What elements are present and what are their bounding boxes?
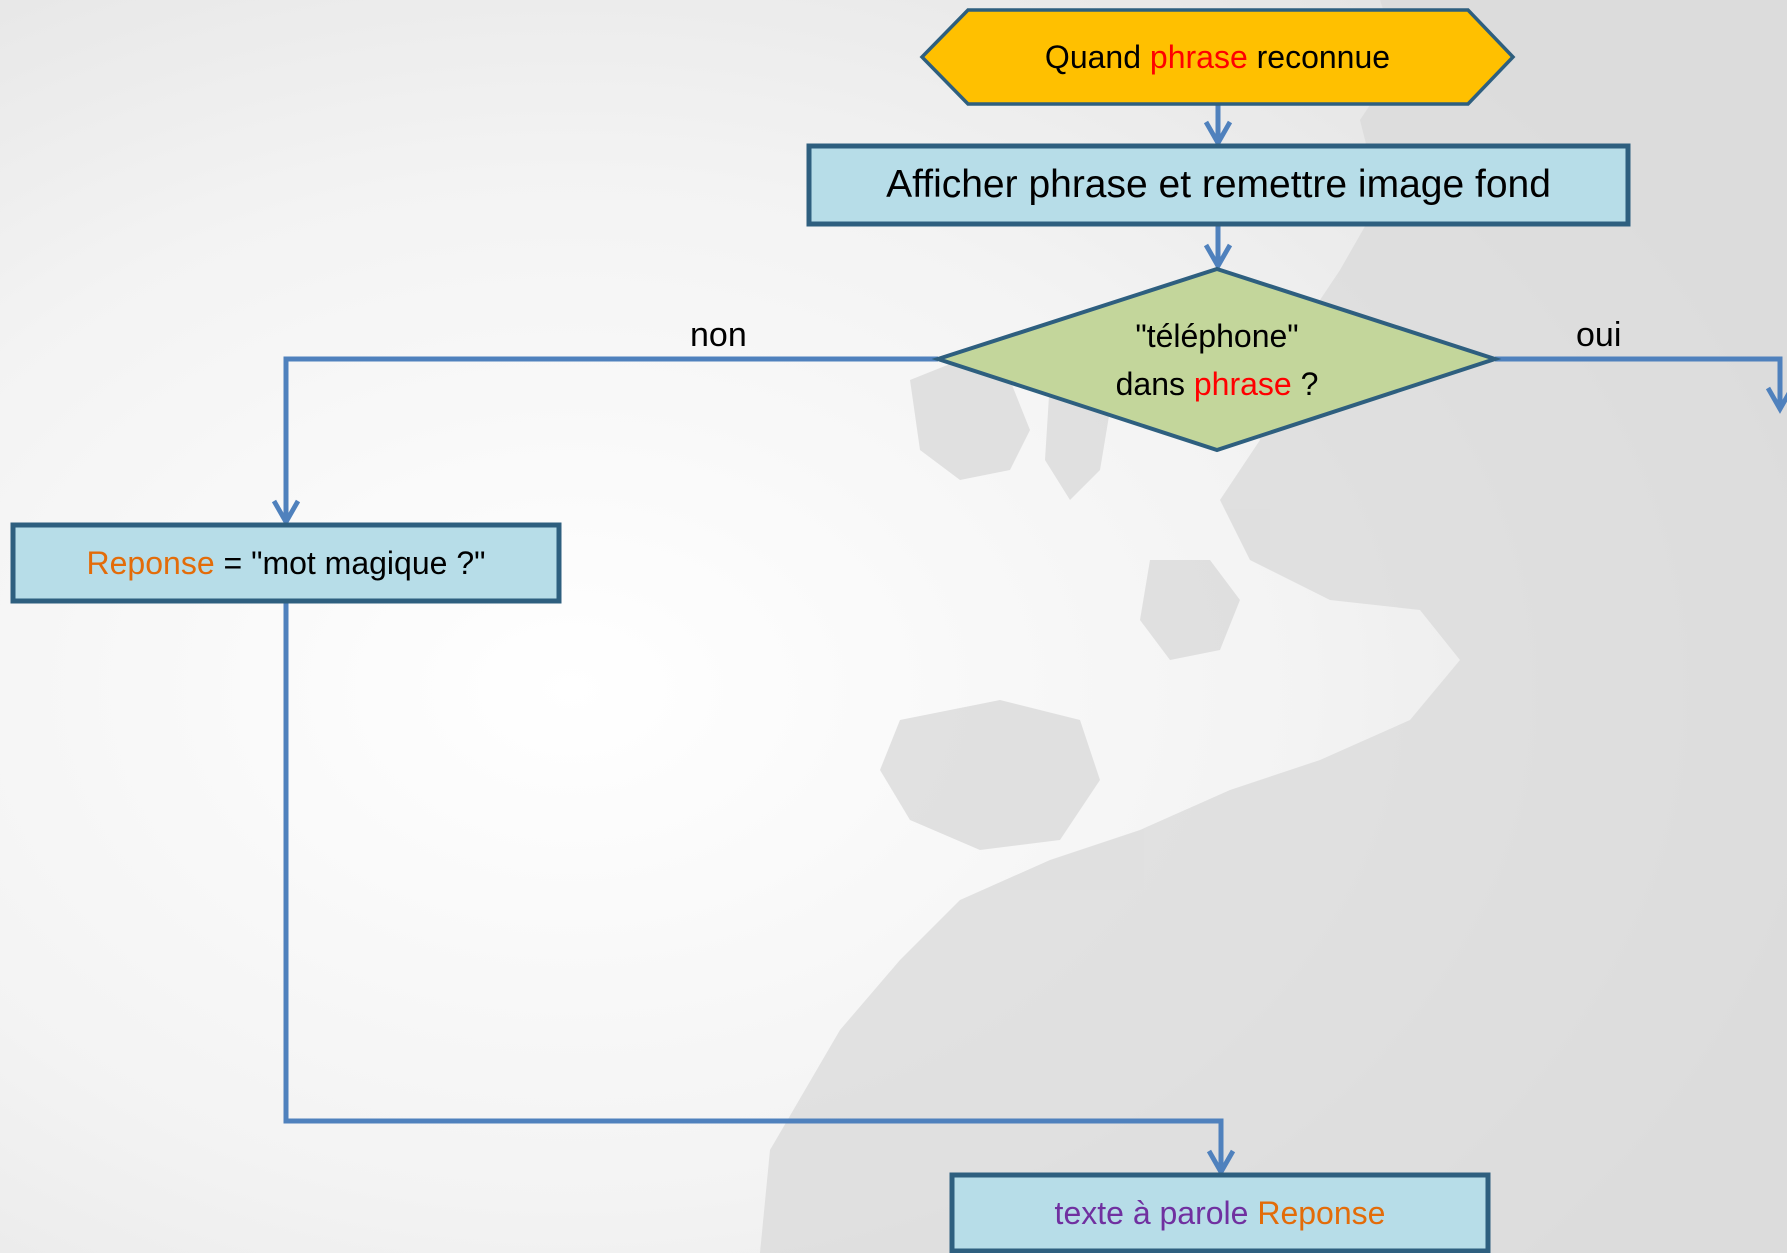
branch-no-label: non <box>690 316 747 354</box>
display-step-shape <box>806 143 1631 227</box>
assign-step-shape <box>10 522 562 604</box>
connectors <box>271 105 1787 1177</box>
background-map-image <box>760 0 1787 1253</box>
decision-shape <box>931 266 1502 453</box>
connector-assign-to-speak <box>283 602 1236 1177</box>
branch-yes-label: oui <box>1576 316 1622 354</box>
connector-yes-branch <box>1495 356 1787 414</box>
start-node-shape <box>919 8 1516 106</box>
speak-step-shape <box>949 1172 1491 1253</box>
connector-no-branch <box>271 356 938 527</box>
